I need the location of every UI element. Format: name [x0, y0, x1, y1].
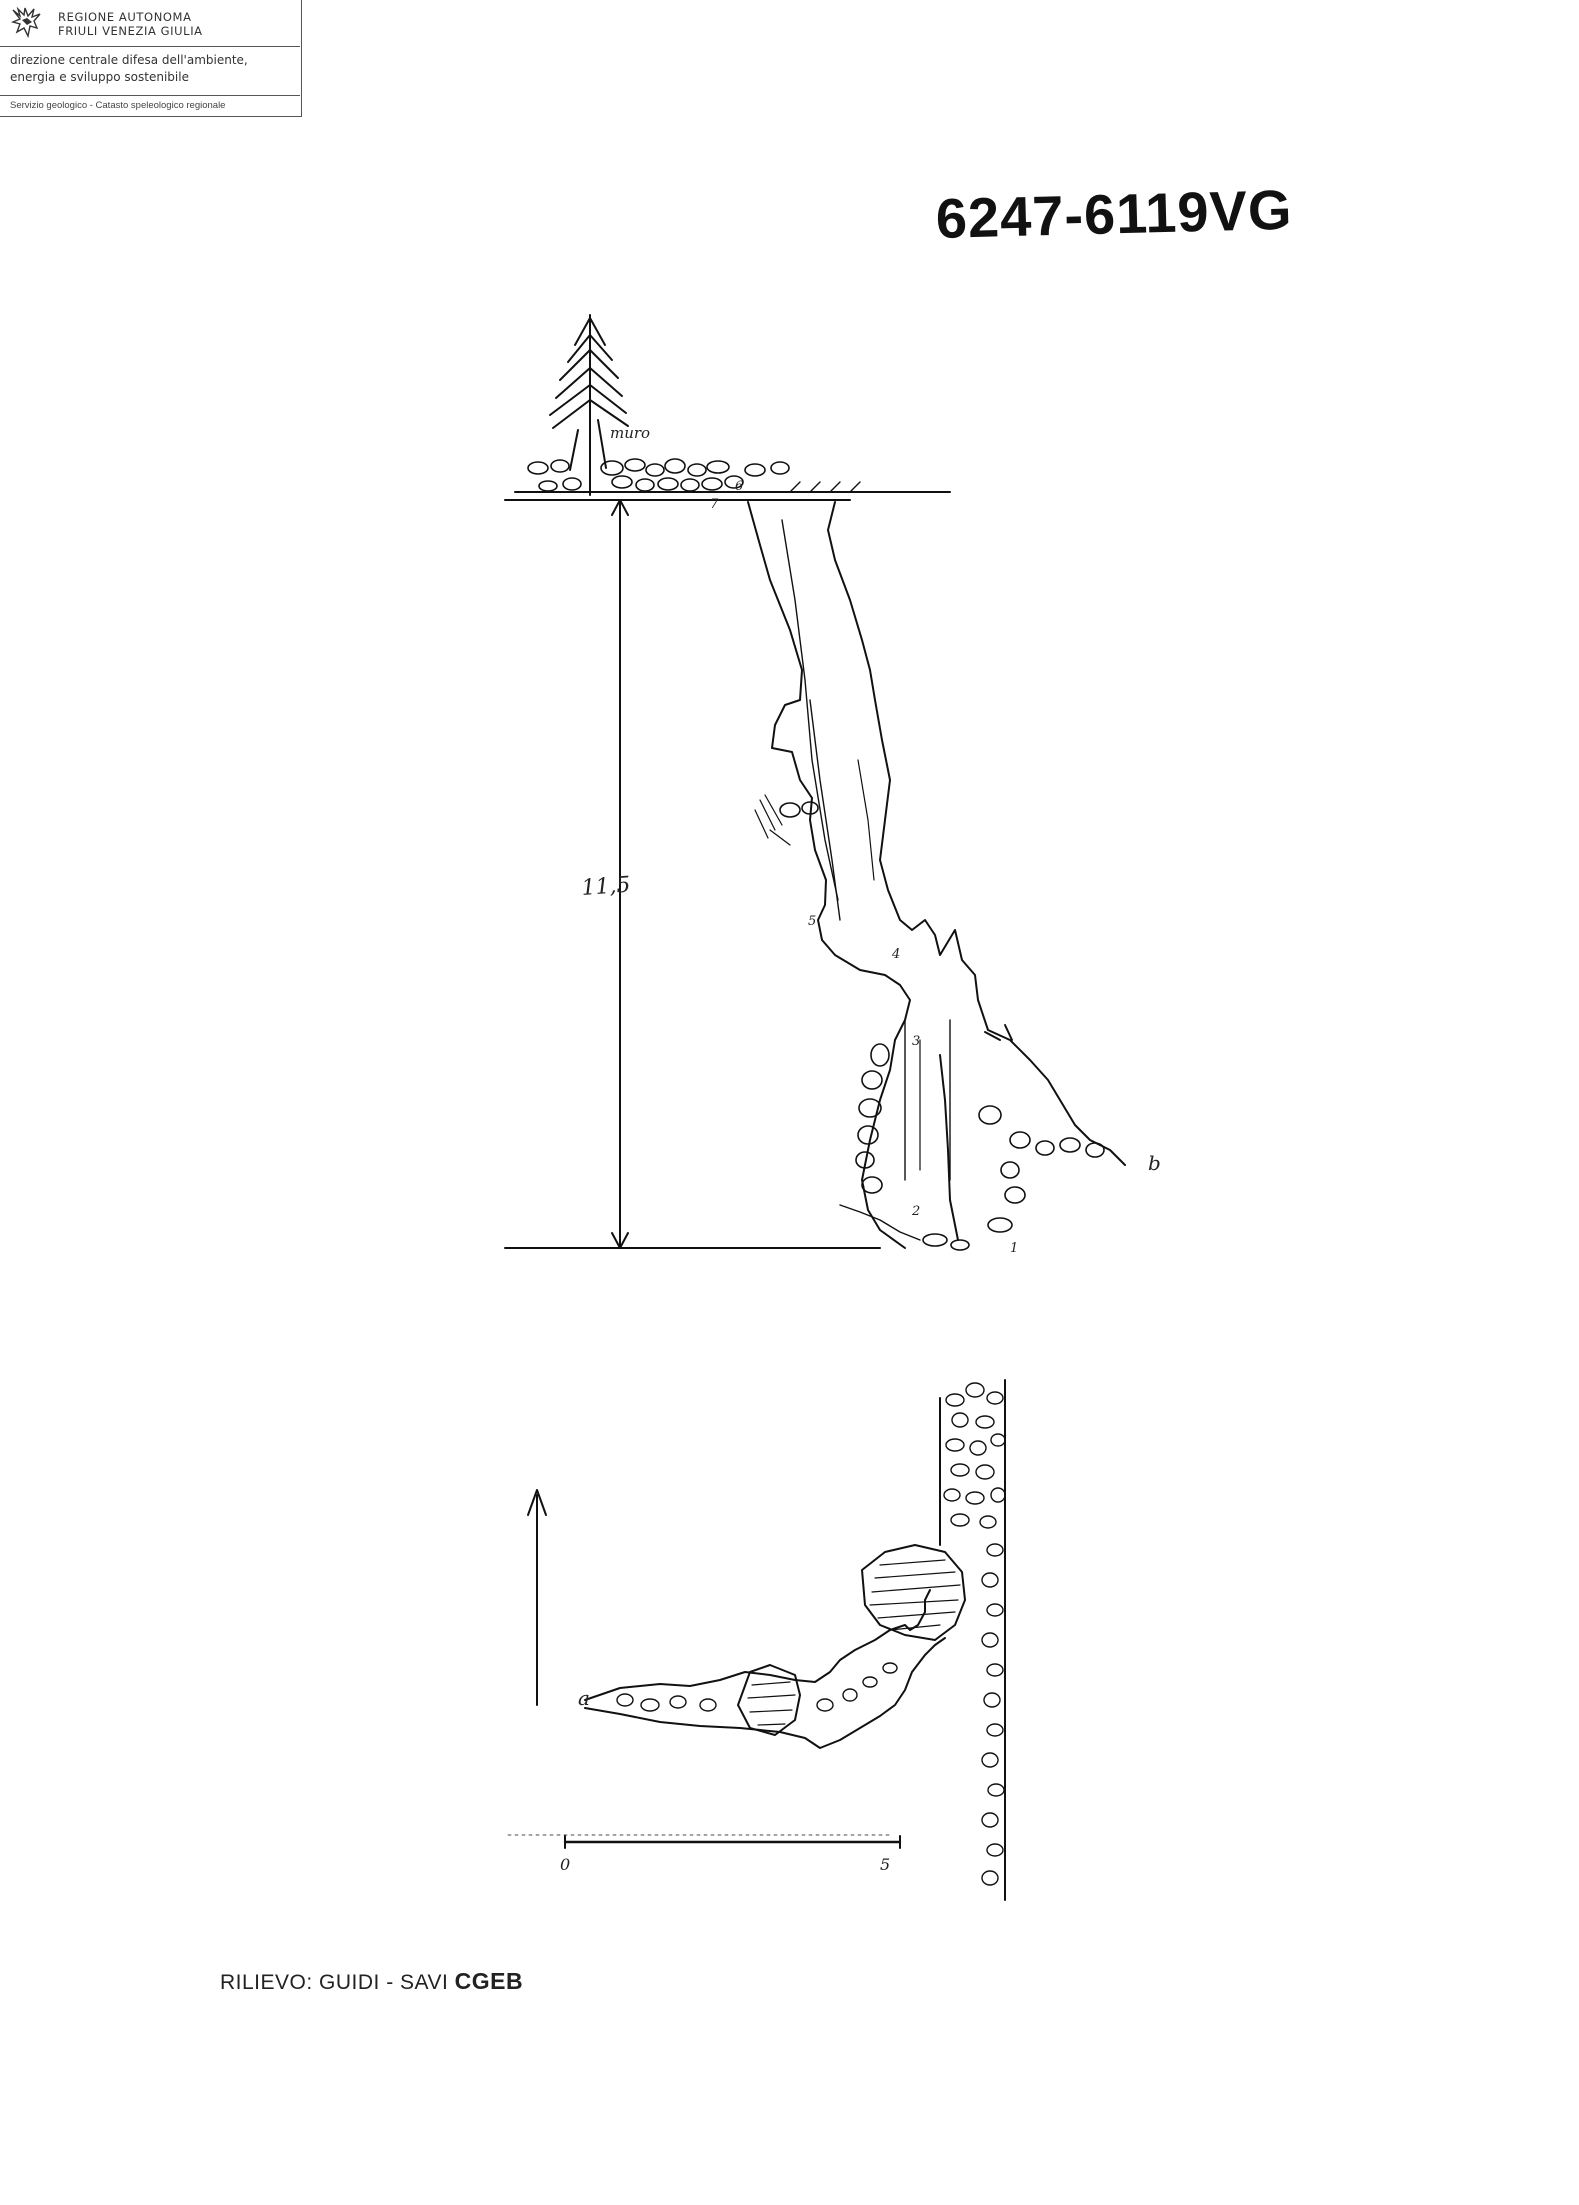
- section-b-label: b: [1148, 1151, 1161, 1175]
- depth-label: 11,5: [581, 873, 632, 901]
- department-row: direzione centrale difesa dell'ambiente,…: [0, 47, 300, 96]
- station-label-6: 6: [735, 479, 743, 494]
- plan-a-label: a: [578, 1686, 590, 1710]
- survey-club: CGEB: [454, 1968, 524, 1994]
- scale-start-label: 0: [560, 1855, 570, 1874]
- station-label-5: 5: [808, 914, 816, 929]
- institution-header: Regione Autonoma Friuli Venezia Giulia d…: [0, 0, 302, 117]
- header-logo-row: Regione Autonoma Friuli Venezia Giulia: [0, 0, 300, 47]
- department-line2: energia e sviluppo sostenibile: [10, 70, 189, 84]
- station-label-2: 2: [911, 1204, 920, 1219]
- survey-credit: RILIEVO: GUIDI - SAVI CGEB: [220, 1968, 523, 1995]
- service-name: Servizio geologico - Catasto speleologic…: [10, 100, 226, 111]
- tree-icon: [549, 314, 629, 496]
- department-line1: direzione centrale difesa dell'ambiente,: [10, 53, 248, 67]
- eagle-crest-icon: [10, 6, 41, 39]
- wall-stones: [527, 458, 790, 492]
- region-name-line1: Regione Autonoma: [58, 10, 192, 24]
- scale-end-label: 5: [880, 1855, 890, 1874]
- north-arrow-icon: [527, 1489, 547, 1706]
- station-label-4: 4: [891, 947, 900, 962]
- station-label-3: 3: [912, 1034, 920, 1049]
- region-name-line2: Friuli Venezia Giulia: [58, 24, 203, 38]
- station-label-7: 7: [710, 497, 719, 512]
- survey-credit-text: RILIEVO: GUIDI - SAVI: [220, 1971, 449, 1994]
- muro-label: muro: [610, 424, 650, 442]
- station-label-1: 1: [1010, 1241, 1018, 1256]
